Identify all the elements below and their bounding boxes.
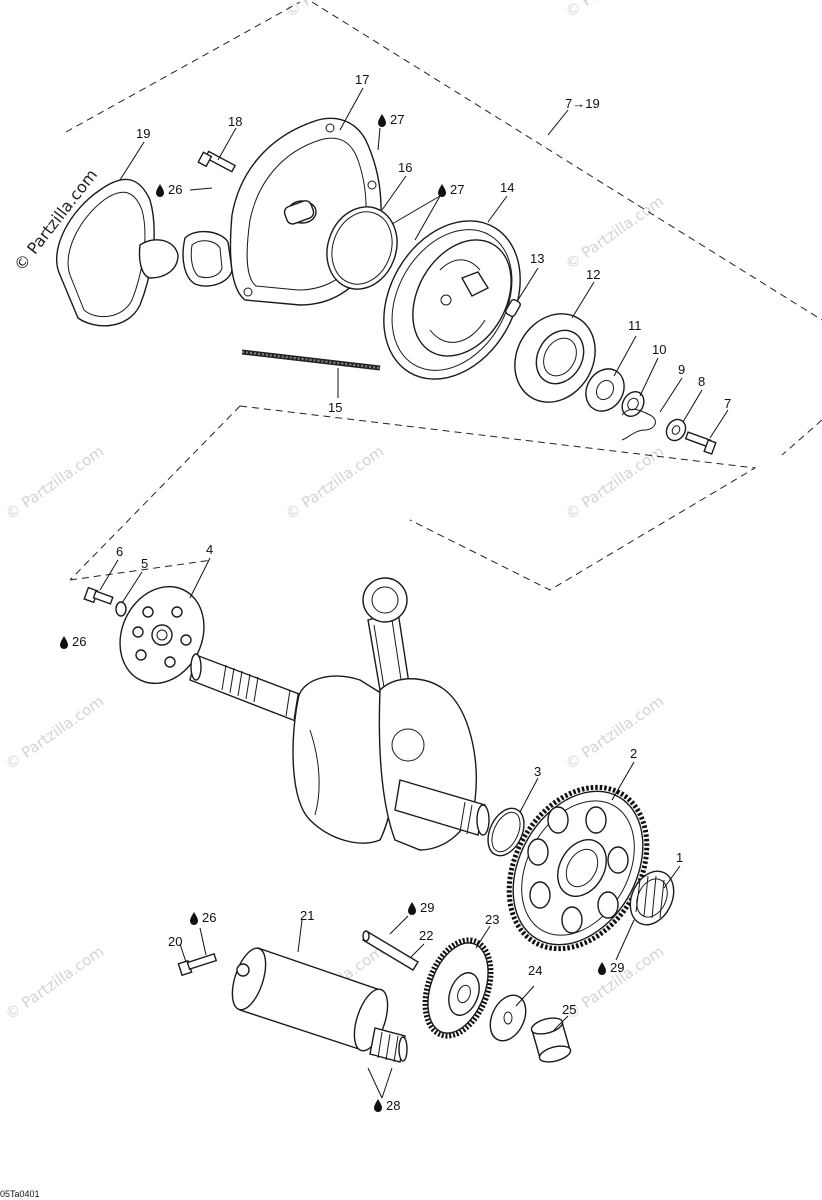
lube-note: 28 <box>386 1098 400 1113</box>
callout-13: 13 <box>530 251 544 266</box>
range-note: 7→19 <box>565 96 600 111</box>
lube-note: 27 <box>390 112 404 127</box>
lube-note: 27 <box>450 182 464 197</box>
part-8-washer <box>665 418 687 442</box>
callout-16: 16 <box>398 160 412 175</box>
callout-21: 21 <box>300 908 314 923</box>
callout-6: 6 <box>116 544 123 559</box>
part-1-needle-bearing <box>629 870 675 926</box>
callout-1: 1 <box>676 850 683 865</box>
callout-23: 23 <box>485 912 499 927</box>
part-18-bolt <box>197 150 237 173</box>
callout-10: 10 <box>652 342 666 357</box>
group-outline-lower <box>69 405 757 591</box>
oil-drop-icon <box>378 114 386 127</box>
watermark-faint: © Partzilla.com <box>2 692 107 773</box>
oil-drop-icon <box>598 962 606 975</box>
callout-11: 11 <box>628 318 642 333</box>
part-5-washer <box>115 601 127 617</box>
callout-17: 17 <box>355 72 369 87</box>
callout-15: 15 <box>328 400 342 415</box>
callout-7: 7 <box>724 396 731 411</box>
part-22-shaft <box>362 930 419 971</box>
callout-3: 3 <box>534 764 541 779</box>
oil-drop-icon <box>374 1099 382 1112</box>
watermark-faint: © Partzilla.com <box>2 442 107 523</box>
part-14-rotor <box>383 220 521 380</box>
callout-9: 9 <box>678 362 685 377</box>
part-19-outer-cover <box>55 178 179 327</box>
rubber-boot <box>182 231 233 287</box>
part-16-seal-ring <box>326 206 398 290</box>
figure-code: 05Ta0401 <box>0 1189 40 1199</box>
callout-5: 5 <box>141 556 148 571</box>
callout-12: 12 <box>586 267 600 282</box>
callout-19: 19 <box>136 126 150 141</box>
part-23-intermediate-gear <box>422 937 494 1039</box>
part-12-hub <box>514 313 596 403</box>
lube-note: 26 <box>202 910 216 925</box>
part-4-plate <box>119 585 205 685</box>
oil-drop-icon <box>438 184 446 197</box>
callout-22: 22 <box>419 928 433 943</box>
part-15-belt <box>241 349 381 371</box>
part-2-starter-gear <box>506 784 650 952</box>
watermark-faint: © Partzilla.com <box>562 942 667 1023</box>
part-13-key <box>505 298 521 318</box>
oil-drop-icon <box>156 184 164 197</box>
watermark-faint: © Partzilla.com <box>562 692 667 773</box>
leader-lines <box>99 87 729 1099</box>
callout-2: 2 <box>630 746 637 761</box>
oil-drop-icon <box>408 902 416 915</box>
watermark-faint: © Partzilla.com <box>562 442 667 523</box>
lube-notes: 27 26 27 26 26 29 29 28 <box>60 112 624 1113</box>
lube-note: 29 <box>610 960 624 975</box>
callout-20: 20 <box>168 934 182 949</box>
lube-note: 29 <box>420 900 434 915</box>
part-11-washer <box>585 368 625 412</box>
callout-25: 25 <box>562 1002 576 1017</box>
oil-drop-icon <box>190 912 198 925</box>
callout-24: 24 <box>528 963 542 978</box>
lube-note: 26 <box>72 634 86 649</box>
part-24-washer <box>489 994 527 1042</box>
callout-18: 18 <box>228 114 242 129</box>
callout-8: 8 <box>698 374 705 389</box>
part-20-bolt <box>177 952 218 977</box>
part-21-starter-motor <box>231 947 408 1063</box>
part-25-bushing <box>530 1017 572 1063</box>
group-outline-upper <box>65 1 822 456</box>
watermark-faint: © Partzilla.com <box>2 942 107 1023</box>
watermark-faint: © Partzilla.com <box>562 0 667 21</box>
watermark-faint: © Partzilla.com <box>562 192 667 273</box>
part-7-bolt <box>684 431 717 455</box>
lube-note: 26 <box>168 182 182 197</box>
oil-drop-icon <box>60 636 68 649</box>
crankshaft-assembly <box>189 577 490 851</box>
watermark-faint: © Partzilla.com <box>282 442 387 523</box>
part-9-spring <box>621 408 656 441</box>
callout-labels: 1 2 3 4 5 6 7 8 9 10 11 12 13 14 15 16 1… <box>116 72 731 1017</box>
callout-14: 14 <box>500 180 514 195</box>
part-6-bolt <box>83 586 114 605</box>
callout-4: 4 <box>206 542 213 557</box>
